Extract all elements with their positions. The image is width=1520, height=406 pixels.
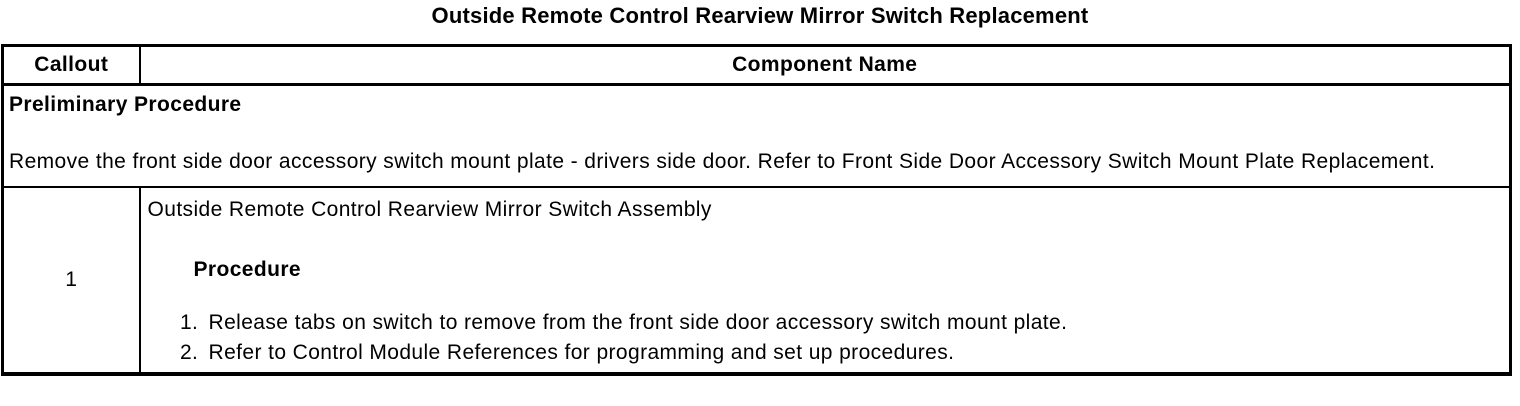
callout-row-1: 1 Outside Remote Control Rearview Mirror… — [2, 186, 1511, 374]
component-name-column-header: Component Name — [138, 45, 1512, 86]
callout-column-header: Callout — [1, 45, 141, 86]
component-cell: Outside Remote Control Rearview Mirror S… — [138, 186, 1511, 374]
preliminary-procedure-instruction: Remove the front side door accessory swi… — [9, 150, 1436, 173]
preliminary-procedure-cell: Preliminary Procedure Remove the front s… — [2, 83, 1511, 188]
table-header-row: Callout Component Name — [1, 45, 1512, 86]
preliminary-procedure-row: Preliminary Procedure Remove the front s… — [2, 83, 1511, 188]
callout-component-table: Callout Component Name Preliminary Proce… — [1, 44, 1512, 376]
procedure-steps-list: Release tabs on switch to remove from th… — [148, 308, 1504, 368]
preliminary-procedure-heading: Preliminary Procedure — [9, 93, 242, 116]
procedure-step-1: Release tabs on switch to remove from th… — [205, 308, 1504, 338]
callout-number: 1 — [2, 186, 141, 374]
component-name-text: Outside Remote Control Rearview Mirror S… — [147, 198, 712, 221]
procedure-heading: Procedure — [193, 258, 301, 281]
procedure-step-2: Refer to Control Module References for p… — [205, 338, 1504, 368]
page-title: Outside Remote Control Rearview Mirror S… — [431, 3, 1089, 28]
